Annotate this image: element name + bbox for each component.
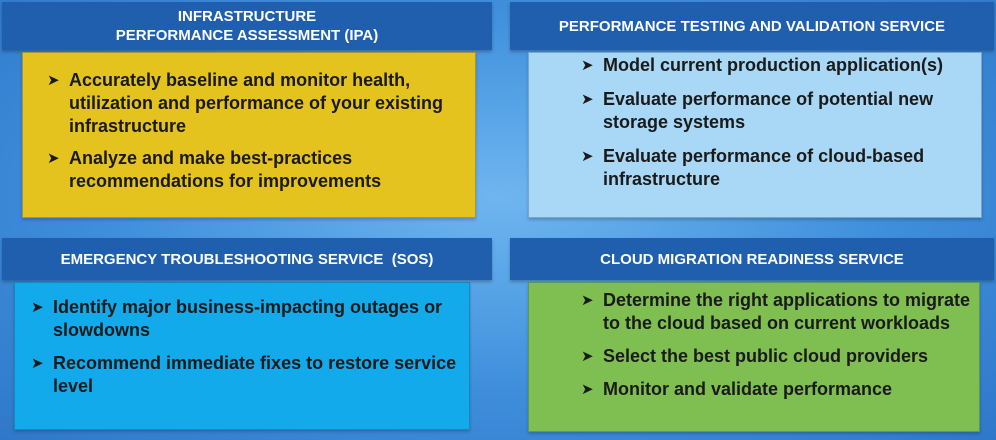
bullet-arrow-icon: ➤: [31, 355, 44, 372]
sos-panel: ➤Identify major business-impacting outag…: [14, 282, 470, 430]
list-item: ➤Accurately baseline and monitor health,…: [47, 70, 444, 136]
ipa-header: INFRASTRUCTURE PERFORMANCE ASSESSMENT (I…: [2, 2, 492, 50]
list-item: ➤Monitor and validate performance: [581, 379, 893, 399]
cmr-list: ➤Determine the right applications to mig…: [581, 289, 971, 401]
bullet-arrow-icon: ➤: [581, 348, 594, 365]
list-item: ➤Evaluate performance of potential new s…: [581, 89, 934, 132]
ptv-panel: ➤Model current production application(s)…: [528, 52, 982, 218]
bullet-arrow-icon: ➤: [581, 148, 594, 165]
bullet-arrow-icon: ➤: [581, 57, 594, 74]
sos-title: EMERGENCY TROUBLESHOOTING SERVICE (SOS): [60, 250, 434, 268]
ipa-title-line1: INFRASTRUCTURE: [177, 8, 317, 25]
list-item: ➤Determine the right applications to mig…: [581, 290, 971, 333]
list-item: ➤Evaluate performance of cloud-based inf…: [581, 146, 925, 189]
bullet-arrow-icon: ➤: [581, 381, 594, 398]
sos-list: ➤Identify major business-impacting outag…: [31, 296, 463, 398]
ipa-title-line2: PERFORMANCE ASSESSMENT (IPA): [115, 27, 379, 44]
ptv-list: ➤Model current production application(s)…: [581, 54, 971, 191]
cmr-title: CLOUD MIGRATION READINESS SERVICE: [600, 250, 904, 268]
ptv-header: PERFORMANCE TESTING AND VALIDATION SERVI…: [510, 2, 994, 50]
bullet-arrow-icon: ➤: [47, 150, 60, 167]
list-item: ➤Recommend immediate fixes to restore se…: [31, 353, 457, 396]
list-item: ➤Select the best public cloud providers: [581, 346, 929, 366]
ipa-list: ➤Accurately baseline and monitor health,…: [47, 69, 465, 193]
cmr-panel: ➤Determine the right applications to mig…: [528, 282, 980, 432]
bullet-arrow-icon: ➤: [581, 91, 594, 108]
list-item: ➤Identify major business-impacting outag…: [31, 297, 443, 340]
bullet-arrow-icon: ➤: [581, 292, 594, 309]
bullet-arrow-icon: ➤: [47, 72, 60, 89]
list-item: ➤Model current production application(s): [581, 55, 944, 75]
ipa-panel: ➤Accurately baseline and monitor health,…: [22, 52, 476, 218]
bullet-arrow-icon: ➤: [31, 299, 44, 316]
cmr-header: CLOUD MIGRATION READINESS SERVICE: [510, 238, 994, 280]
list-item: ➤Analyze and make best-practices recomme…: [47, 148, 382, 191]
sos-header: EMERGENCY TROUBLESHOOTING SERVICE (SOS): [2, 238, 492, 280]
ptv-title: PERFORMANCE TESTING AND VALIDATION SERVI…: [558, 17, 946, 35]
